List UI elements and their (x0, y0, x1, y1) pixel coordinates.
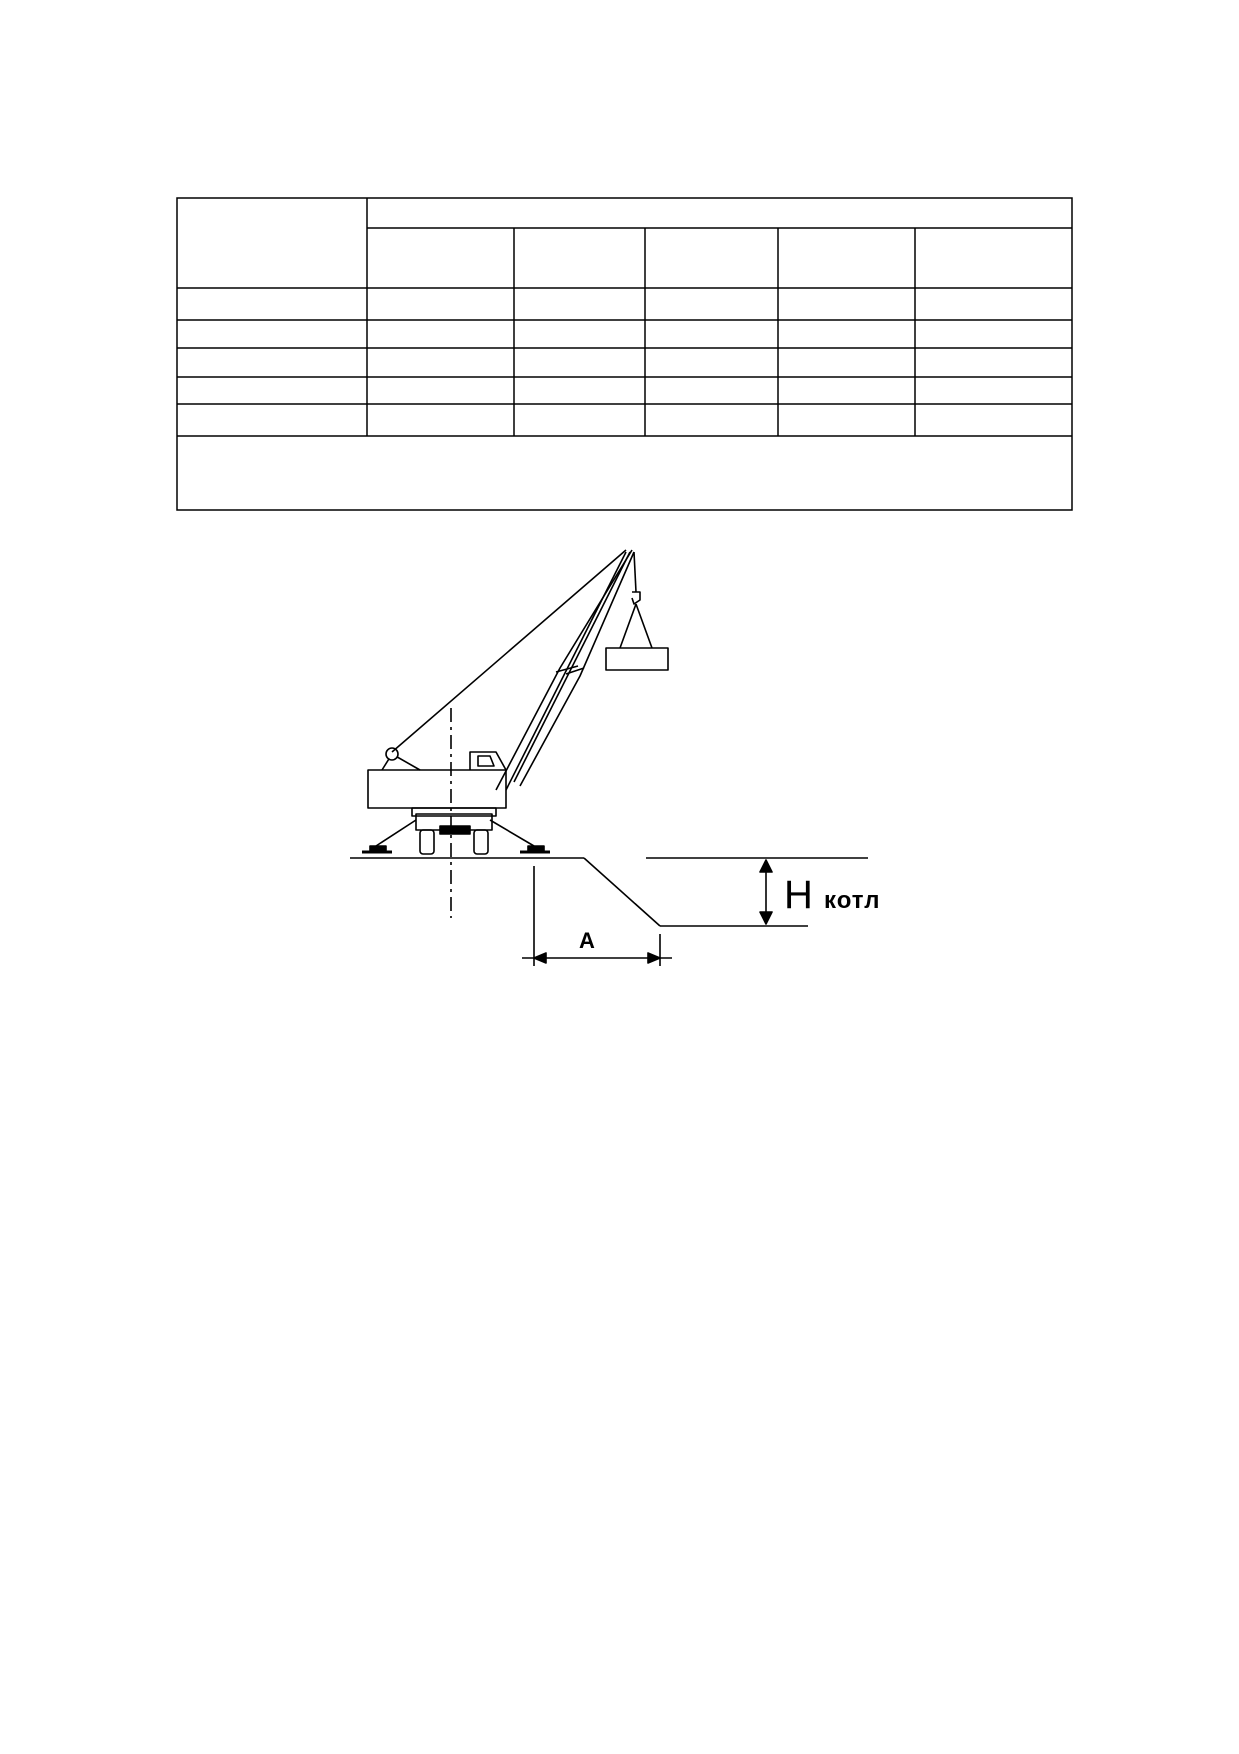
empty-data-table (176, 197, 1073, 511)
boom-lattice (495, 549, 633, 791)
crane-cab (469, 751, 507, 771)
hoist-line (633, 551, 637, 593)
arrow-left-icon (533, 952, 547, 964)
arrow-down-icon (759, 911, 773, 925)
pit-slope (583, 857, 661, 927)
table-border (176, 197, 1073, 511)
distance-label: A (579, 928, 595, 953)
arrow-up-icon (759, 859, 773, 873)
luffing-cable (391, 549, 627, 753)
cab-window (477, 755, 495, 767)
outrigger-right (489, 819, 535, 847)
boom-lower-chord (505, 551, 627, 791)
winch-pulley (385, 747, 399, 761)
crane-excavation-diagram (350, 549, 868, 966)
load-block (605, 647, 669, 671)
depth-label-sub: котл (824, 887, 881, 914)
boom-section-joint (555, 665, 579, 673)
arrow-right-icon (647, 952, 661, 964)
depth-label-main: H (784, 873, 813, 917)
wheel (473, 829, 489, 855)
outrigger-left (375, 819, 417, 847)
slings (619, 603, 653, 649)
hook-icon (631, 591, 641, 605)
depth-label: H котл (784, 875, 880, 915)
wheel (419, 829, 435, 855)
crane-body (367, 769, 507, 809)
